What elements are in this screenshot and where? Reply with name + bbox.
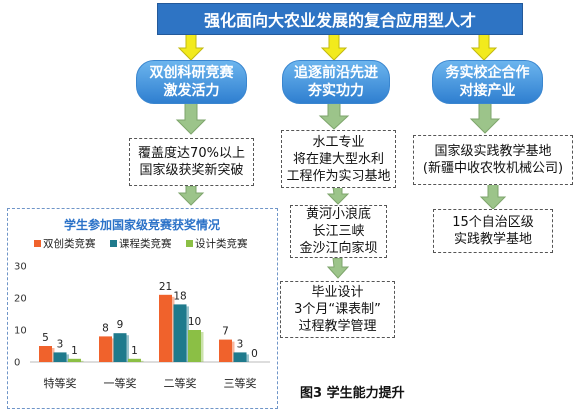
pillar-innovation: 双创科研竞赛 激发活力 bbox=[136, 60, 247, 104]
legend-swatch-3 bbox=[186, 240, 193, 247]
data-label-4-3: 0 bbox=[251, 348, 258, 360]
bar-shadow-2-3 bbox=[141, 360, 144, 362]
bar-shadow-2-1 bbox=[112, 338, 115, 362]
data-label-2-2: 9 bbox=[117, 319, 124, 331]
bar-shadow-3-1 bbox=[172, 296, 175, 362]
pillar-cooperation-line1: 务实校企合作 bbox=[445, 65, 530, 81]
bar-1-1 bbox=[39, 346, 52, 362]
award-bar-chart: 学生参加国家级竞赛获奖情况双创类竞赛课程类竞赛设计类竞赛0102030531特等… bbox=[14, 217, 270, 390]
bar-shadow-1-1 bbox=[52, 348, 55, 362]
pillar-cooperation: 务实校企合作 对接产业 bbox=[432, 60, 543, 104]
data-label-3-1: 21 bbox=[159, 281, 172, 293]
hydraulic-line2: 将在建大型水利 bbox=[292, 151, 384, 167]
graduation-line1: 毕业设计 bbox=[311, 285, 364, 300]
x-tick-label-1: 特等奖 bbox=[44, 376, 77, 390]
graduation-design-box: 毕业设计 3个月“课表制” 过程教学管理 bbox=[280, 281, 395, 338]
y-tick-label-20: 20 bbox=[14, 294, 27, 305]
bar-shadow-1-3 bbox=[81, 360, 84, 362]
bar-shadow-2-2 bbox=[126, 335, 129, 362]
pillar-innovation-line1: 双创科研竞赛 bbox=[149, 65, 234, 81]
legend-swatch-2 bbox=[110, 240, 117, 247]
pillar-frontier: 追逐前沿先进 夯实功力 bbox=[282, 60, 390, 104]
bar-shadow-3-2 bbox=[186, 306, 189, 362]
regional-base-line1: 15个自治区级 bbox=[452, 215, 534, 230]
bar-shadow-1-2 bbox=[66, 354, 69, 362]
bar-4-2 bbox=[233, 352, 247, 362]
dam-line1: 黄河小浪底 bbox=[305, 207, 371, 222]
national-base-box: 国家级实践教学基地 (新疆中收农牧机械公司) bbox=[413, 135, 573, 185]
legend-label-2: 课程类竞赛 bbox=[119, 237, 172, 250]
dam-line2: 长江三峡 bbox=[312, 224, 365, 239]
legend-label-3: 设计类竞赛 bbox=[195, 237, 248, 250]
arrow-mid2-to-mid3 bbox=[326, 257, 350, 279]
bar-2-3 bbox=[128, 358, 141, 362]
dam-line3: 金沙江向家坝 bbox=[299, 241, 378, 256]
bar-1-2 bbox=[53, 352, 67, 362]
national-base-line2: (新疆中收农牧机械公司) bbox=[422, 161, 564, 176]
hydraulic-major-box: 水工专业 将在建大型水利 工程作为实习基地 bbox=[281, 130, 396, 188]
data-label-2-1: 8 bbox=[102, 322, 109, 334]
bar-4-1 bbox=[219, 339, 232, 362]
y-tick-label-30: 30 bbox=[14, 262, 27, 273]
x-tick-label-3: 二等奖 bbox=[164, 376, 197, 390]
coverage-line2: 国家级获奖新突破 bbox=[139, 163, 244, 178]
x-tick-label-4: 三等奖 bbox=[224, 376, 257, 390]
bar-shadow-3-3 bbox=[201, 332, 204, 362]
arrow-banner-to-pillar-3 bbox=[470, 33, 498, 61]
legend-swatch-1 bbox=[34, 240, 41, 247]
main-title: 强化面向大农业发展的复合应用型人才 bbox=[203, 11, 476, 30]
main-title-banner: 强化面向大农业发展的复合应用型人才 bbox=[157, 3, 523, 35]
data-label-1-1: 5 bbox=[42, 332, 49, 344]
arrow-banner-to-pillar-2 bbox=[320, 33, 348, 61]
bar-2-2 bbox=[113, 333, 127, 362]
national-base-line1: 国家级实践教学基地 bbox=[434, 144, 552, 159]
bar-1-3 bbox=[68, 358, 81, 362]
regional-base-line2: 实践教学基地 bbox=[453, 232, 532, 247]
data-label-3-3: 10 bbox=[188, 316, 201, 328]
bar-shadow-4-1 bbox=[232, 341, 235, 362]
arrow-right1-to-right2 bbox=[479, 183, 507, 210]
regional-base-box: 15个自治区级 实践教学基地 bbox=[433, 209, 553, 253]
data-label-1-3: 1 bbox=[71, 345, 78, 357]
bar-3-3 bbox=[188, 330, 201, 362]
arrow-pillar-2-down bbox=[318, 102, 350, 130]
arrow-left-to-chart bbox=[177, 185, 205, 206]
data-label-2-3: 1 bbox=[131, 345, 138, 357]
hydraulic-line1: 水工专业 bbox=[312, 134, 365, 150]
arrow-pillar-3-down bbox=[469, 102, 501, 134]
pillar-cooperation-line2: 对接产业 bbox=[459, 83, 516, 99]
graduation-line3: 过程教学管理 bbox=[298, 319, 377, 334]
coverage-box: 覆盖度达70%以上 国家级获奖新突破 bbox=[129, 138, 254, 186]
hydraulic-line3: 工程作为实习基地 bbox=[286, 168, 391, 184]
graduation-line2: 3个月“课表制” bbox=[294, 302, 381, 317]
data-label-3-2: 18 bbox=[173, 290, 186, 302]
figure-caption: 图3 学生能力提升 bbox=[300, 386, 405, 401]
bar-shadow-4-2 bbox=[246, 354, 249, 362]
bar-2-1 bbox=[99, 336, 112, 362]
y-tick-label-0: 0 bbox=[14, 358, 20, 369]
x-tick-label-2: 一等奖 bbox=[104, 376, 137, 390]
data-label-1-2: 3 bbox=[57, 338, 64, 350]
legend-label-1: 双创类竞赛 bbox=[43, 237, 96, 250]
bar-3-1 bbox=[159, 294, 172, 362]
bar-3-2 bbox=[173, 304, 187, 362]
arrow-pillar-1-down bbox=[175, 102, 207, 135]
data-label-4-2: 3 bbox=[237, 338, 244, 350]
dam-sites-box: 黄河小浪底 长江三峡 金沙江向家坝 bbox=[290, 205, 387, 258]
chart-title: 学生参加国家级竞赛获奖情况 bbox=[64, 217, 220, 232]
pillar-frontier-line1: 追逐前沿先进 bbox=[294, 65, 378, 81]
pillar-innovation-line2: 激发活力 bbox=[163, 83, 220, 99]
pillar-frontier-line2: 夯实功力 bbox=[308, 83, 364, 99]
arrow-banner-to-pillar-1 bbox=[177, 33, 205, 61]
y-tick-label-10: 10 bbox=[14, 326, 27, 337]
arrow-mid1-to-mid2 bbox=[326, 186, 350, 205]
coverage-line1: 覆盖度达70%以上 bbox=[138, 146, 245, 161]
data-label-4-1: 7 bbox=[222, 326, 229, 338]
